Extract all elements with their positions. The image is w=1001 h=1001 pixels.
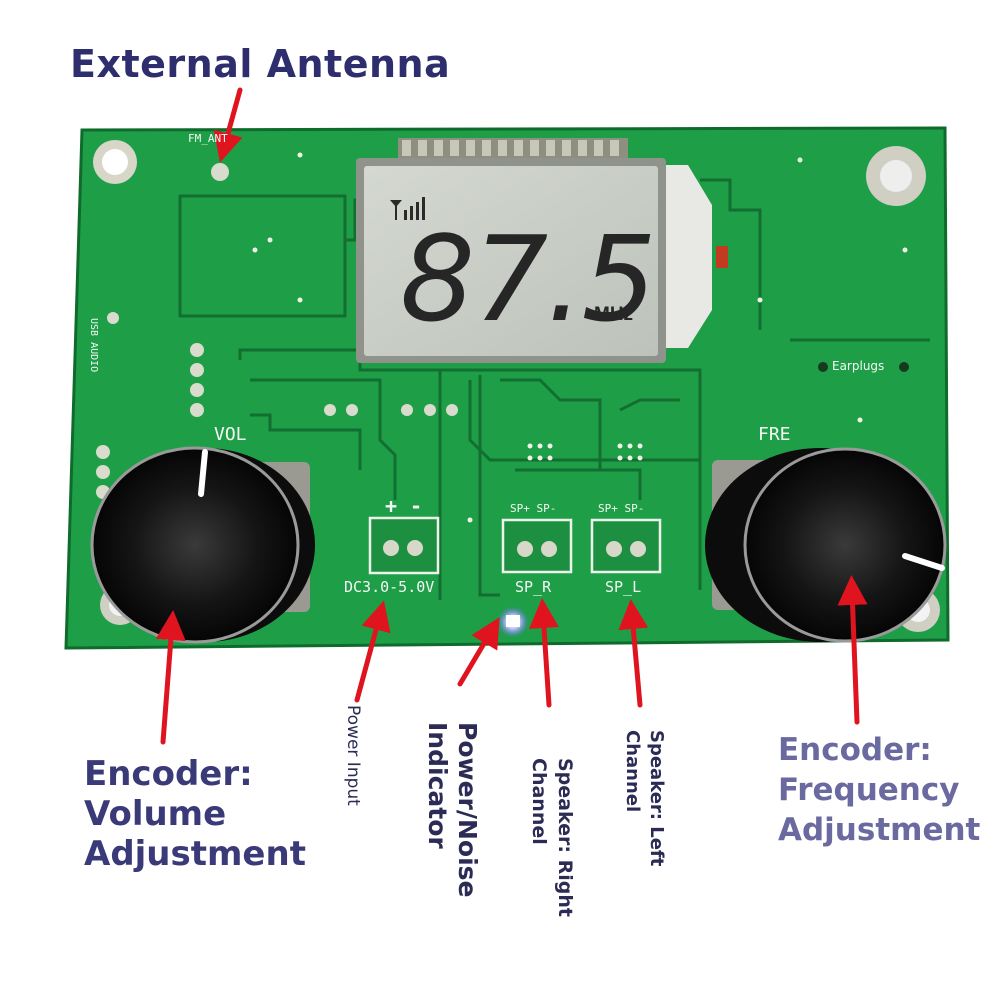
callout-power-input: Power Input [343,705,363,806]
silk-fm-ant: FM_ANT [188,132,228,145]
silk-minus: - [410,494,423,518]
silk-sp-r: SP_R [515,578,552,596]
arrow-power-input [354,600,391,703]
power-led [506,615,520,627]
silk-sp-pair-left: SP+ SP- [598,502,645,515]
callout-volume-line-2: Volume [84,794,227,834]
callout-power-noise-line-1: Power/Noise [453,722,482,898]
silk-plus: + [385,494,398,518]
signal-icon [390,197,425,220]
silk-usb-audio: USB AUDIO [88,318,99,373]
callout-frequency-line-1: Encoder: [778,732,932,768]
callout-external-antenna: External Antenna [70,42,451,86]
earplug-pad-left [818,362,828,372]
silk-fre: FRE [758,424,791,445]
arrow-speaker-right [529,598,559,708]
lcd-pins [398,138,628,158]
arrow-frequency [837,575,868,725]
arrow-antenna [213,87,243,163]
arrow-volume [155,610,186,745]
callout-frequency: Encoder: Frequency Adjustment [778,730,980,850]
callout-power-noise-line-2: Indicator [423,722,452,849]
speaker-left-terminal [590,518,662,574]
silk-sp-pair-right: SP+ SP- [510,502,557,515]
callout-frequency-line-3: Adjustment [778,812,981,848]
arrow-power-noise [457,617,500,687]
lcd-display [356,158,712,363]
volume-knob[interactable] [90,446,315,644]
pcb-traces [178,178,930,600]
arrow-speaker-left [618,599,649,708]
callout-speaker-right-line-2: Channel [528,758,550,845]
earplug-pad-right [899,362,909,372]
silk-earplugs: Earplugs [832,359,885,373]
callout-arrows [155,87,868,745]
resistor [716,246,728,268]
power-terminal [368,516,440,575]
pcb-vias [252,152,908,523]
callout-volume-line-3: Adjustment [84,834,306,874]
frequency-knob[interactable] [705,447,947,643]
callout-frequency-line-2: Frequency [778,772,960,808]
callout-power-noise: Power/Noise Indicator [422,722,482,962]
callout-speaker-right-line-1: Speaker: Right [554,758,576,917]
speaker-right-terminal [501,518,573,574]
silk-sp-l: SP_L [605,578,642,596]
silk-vol: VOL [214,424,247,445]
callout-volume: Encoder: Volume Adjustment [84,754,306,874]
lcd-frequency-readout: 87.5 [400,210,657,348]
callout-speaker-right: Speaker: Right Channel [526,758,578,978]
lcd-unit-label: MHz [594,304,634,325]
callout-speaker-left-line-1: Speaker: Left [646,730,667,867]
callout-speaker-left: Speaker: Left Channel [620,730,668,890]
callout-volume-line-1: Encoder: [84,754,253,794]
callout-speaker-left-line-2: Channel [622,730,643,813]
silk-dc: DC3.0-5.0V [344,578,435,596]
